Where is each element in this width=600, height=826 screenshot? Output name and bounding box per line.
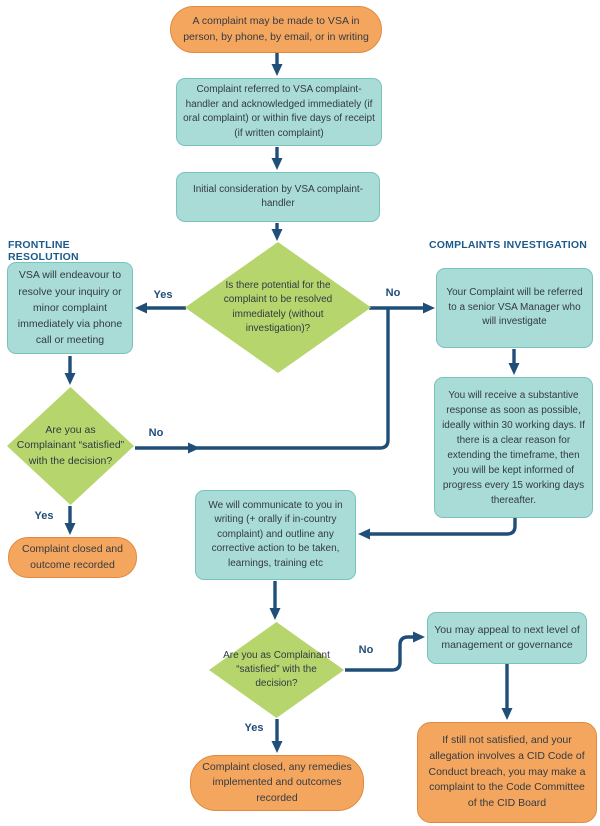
decision-satisfied-frontline-label: Are you as Complainant “satisfied” with … [16,424,125,467]
node-complaint-closed-remedies: Complaint closed, any remedies implement… [190,755,364,811]
arrow-response-to-communicate [358,518,517,540]
node-complaint-intake: A complaint may be made to VSA in person… [170,6,382,53]
node-substantive-response: You will receive a substantive response … [434,377,593,518]
edge-label-no-1: No [385,287,401,299]
node-referral-acknowledgement: Complaint referred to VSA complaint-hand… [176,78,382,146]
node-complaint-closed-outcome: Complaint closed and outcome recorded [8,537,137,578]
section-heading-frontline-resolution: FRONTLINE RESOLUTION [8,239,79,263]
arrow-decision3-no-to-appeal [345,631,425,672]
decision-immediate-resolution-label: Is there potential for the complaint to … [223,279,333,335]
decision-satisfied-investigation-label: Are you as Complainant “satisfied” with … [223,650,330,689]
decision-satisfied-investigation: Are you as Complainant “satisfied” with … [209,622,344,718]
node-appeal: You may appeal to next level of manageme… [427,612,587,664]
decision-satisfied-frontline: Are you as Complainant “satisfied” with … [7,387,134,505]
edge-label-yes-3: Yes [244,722,264,734]
edge-label-yes-1: Yes [153,289,173,301]
edge-label-yes-2: Yes [34,510,54,522]
edge-label-no-3: No [358,644,374,656]
node-frontline-resolution: VSA will endeavour to resolve your inqui… [7,262,133,354]
section-heading-complaints-investigation: COMPLAINTS INVESTIGATION [428,239,588,251]
node-cid-code-committee: If still not satisfied, and your allegat… [417,722,597,823]
edge-label-no-2: No [148,427,164,439]
node-senior-manager-investigation: Your Complaint will be referred to a sen… [436,268,593,348]
node-initial-consideration: Initial consideration by VSA complaint-h… [176,172,380,222]
node-communicate-outcome: We will communicate to you in writing (+… [195,490,356,580]
decision-immediate-resolution: Is there potential for the complaint to … [185,242,371,373]
line-decision2-no-join-investigate [189,309,390,450]
